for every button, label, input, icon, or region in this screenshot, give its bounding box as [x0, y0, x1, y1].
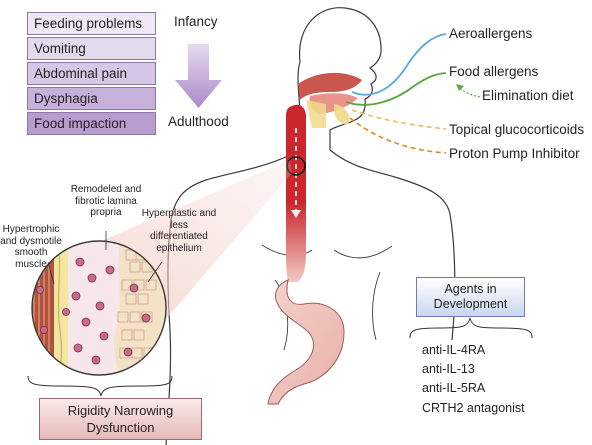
oral-nasal-cavity: [298, 72, 362, 128]
age-arrow: [175, 44, 222, 108]
lamina-propria-label: Remodeled and fibrotic lamina propria: [70, 184, 142, 218]
food-allergens-label: Food allergens: [449, 64, 539, 79]
age-start-label: Infancy: [174, 14, 218, 29]
smooth-muscle-label: Hypertrophic and dysmotile smooth muscle: [0, 224, 62, 270]
symptom-feeding-problems: Feeding problems: [27, 12, 156, 35]
topical-glucocorticoids-label: Topical glucocorticoids: [449, 122, 585, 137]
stomach: [267, 279, 345, 405]
elimination-arrow: [459, 87, 481, 98]
symptom-food-impaction: Food impaction: [27, 112, 156, 135]
aero-line: [351, 33, 447, 96]
epithelium-label: Hyperplastic and less differentiated epi…: [141, 208, 217, 254]
ppi-line: [349, 117, 447, 154]
symptom-dysphagia: Dysphagia: [27, 87, 156, 110]
symptom-abdominal-pain: Abdominal pain: [27, 62, 156, 85]
steroid-line: [351, 109, 447, 130]
aeroallergens-label: Aeroallergens: [449, 26, 533, 41]
agent-crth2-antagonist: CRTH2 antagonist: [422, 401, 525, 415]
agent-anti-il-13: anti-IL-13: [422, 362, 475, 376]
ppi-label: Proton Pump Inhibitor: [449, 146, 580, 161]
agents-in-development-box: Agents in Development: [416, 277, 525, 317]
food-line: [345, 72, 447, 106]
age-end-label: Adulthood: [168, 114, 229, 129]
symptom-vomiting: Vomiting: [27, 37, 156, 60]
elimination-diet-label: Elimination diet: [482, 88, 574, 103]
agent-anti-il-5ra: anti-IL-5RA: [422, 381, 486, 395]
agents-brace: [409, 317, 533, 339]
agent-anti-il-4ra: anti-IL-4RA: [422, 343, 486, 357]
inset-brace: [27, 375, 173, 397]
rigidity-narrowing-dysfunction-box: Rigidity Narrowing Dysfunction: [39, 398, 202, 440]
